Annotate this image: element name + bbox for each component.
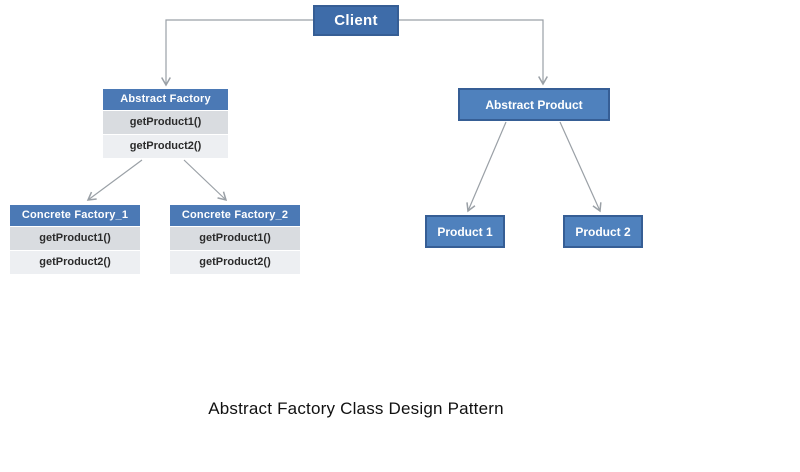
concrete-factory-2-node: Concrete Factory_2 getProduct1() getProd… (170, 205, 300, 274)
arrow-client-to-abstract-factory (161, 19, 313, 87)
client-label: Client (334, 12, 378, 29)
arrow-abstract-product-to-product-2 (559, 121, 602, 213)
arrow-abstract-factory-to-concrete-factory-2 (183, 159, 228, 202)
abstract-product-node: Abstract Product (458, 88, 610, 121)
client-node: Client (313, 5, 399, 36)
diagram-caption: Abstract Factory Class Design Pattern (208, 399, 504, 418)
concrete-factory-1-method-2: getProduct2() (10, 251, 140, 274)
concrete-factory-2-method-1: getProduct1() (170, 227, 300, 250)
abstract-factory-method-1: getProduct1() (103, 111, 228, 134)
arrow-client-to-abstract-product (398, 19, 548, 86)
arrow-abstract-factory-to-concrete-factory-1 (86, 159, 143, 201)
concrete-factory-2-title: Concrete Factory_2 (170, 205, 300, 226)
concrete-factory-1-method-1: getProduct1() (10, 227, 140, 250)
arrow-abstract-product-to-product-1 (466, 121, 507, 213)
abstract-factory-title: Abstract Factory (103, 89, 228, 110)
abstract-product-label: Abstract Product (485, 97, 583, 112)
product-2-label: Product 2 (575, 224, 631, 239)
concrete-factory-1-node: Concrete Factory_1 getProduct1() getProd… (10, 205, 140, 274)
product-1-node: Product 1 (425, 215, 505, 248)
abstract-factory-node: Abstract Factory getProduct1() getProduc… (103, 89, 228, 158)
product-1-label: Product 1 (437, 224, 493, 239)
concrete-factory-1-title: Concrete Factory_1 (10, 205, 140, 226)
concrete-factory-2-method-2: getProduct2() (170, 251, 300, 274)
product-2-node: Product 2 (563, 215, 643, 248)
abstract-factory-method-2: getProduct2() (103, 135, 228, 158)
